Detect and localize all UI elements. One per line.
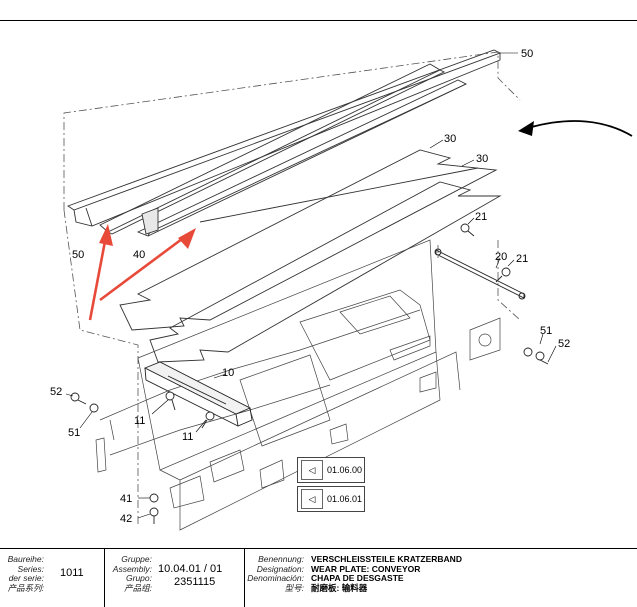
series-labels: Baureihe: Series: der serie: 产品系列:: [7, 554, 44, 593]
callout-21-lower: 21: [516, 253, 528, 265]
top-rule: [0, 20, 637, 21]
group-value: 2351115: [174, 576, 216, 588]
designation-labels: Benennung: Designation: Denominación: 型号…: [247, 554, 304, 593]
callout-51-right: 51: [540, 325, 552, 337]
reference-label-2: 01.06.01: [327, 494, 363, 504]
callout-50-top: 50: [521, 48, 533, 60]
exploded-assembly-drawing: 50 30 30 21 20 21 51 52 50 40 10 52 51 1…: [50, 48, 633, 531]
callout-41: 41: [120, 493, 132, 505]
callout-20: 20: [495, 251, 507, 263]
group-values: 10.04.01 / 01 2351115: [158, 563, 222, 589]
assembly-value: 10.04.01 / 01: [158, 563, 223, 575]
callout-52-right: 52: [558, 338, 570, 350]
reference-link-2[interactable]: ◁ 01.06.01: [297, 486, 365, 512]
callout-10: 10: [222, 367, 234, 379]
reference-link-1[interactable]: ◁ 01.06.00: [297, 457, 365, 483]
callout-51-left: 51: [68, 427, 80, 439]
series-value: 1011: [60, 567, 84, 579]
callout-40: 40: [133, 249, 145, 261]
designation-values: VERSCHLEISSTEILE KRATZERBAND WEAR PLATE:…: [311, 554, 462, 593]
callout-52-left: 52: [50, 386, 62, 398]
reference-label-1: 01.06.00: [327, 465, 363, 475]
callout-21-upper: 21: [475, 211, 487, 223]
group-labels: Gruppe: Assembly: Grupo: 产品组:: [112, 554, 152, 593]
callout-30-upper: 30: [444, 133, 456, 145]
callout-11-b: 11: [182, 431, 193, 443]
callout-30-lower: 30: [476, 153, 488, 165]
callout-50-left: 50: [72, 249, 84, 261]
callout-11-a: 11: [134, 415, 145, 427]
callout-42: 42: [120, 513, 132, 525]
speaker-icon: ◁: [301, 460, 323, 480]
title-block: Baureihe: Series: der serie: 产品系列: 1011 …: [0, 548, 637, 607]
speaker-icon: ◁: [301, 489, 323, 509]
